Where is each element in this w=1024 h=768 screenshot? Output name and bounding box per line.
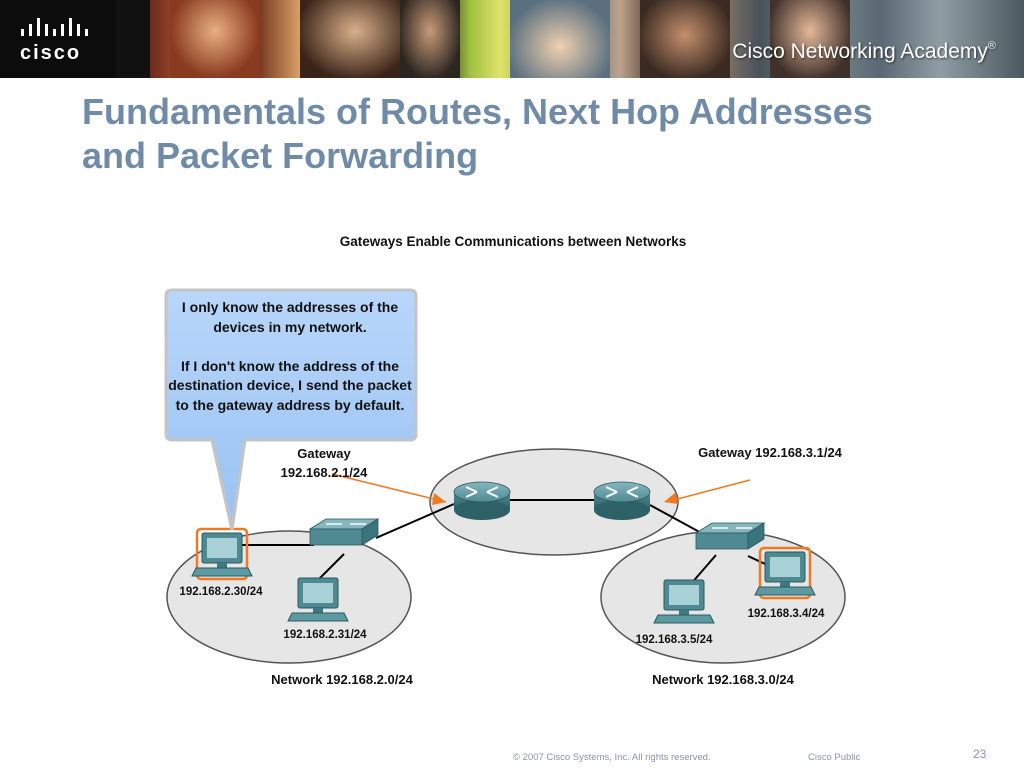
host-label-h3: 192.168.3.5/24 bbox=[636, 634, 713, 646]
router-arrows-icon bbox=[465, 486, 499, 498]
gateway-right-label: Gateway 192.168.3.1/24 bbox=[698, 445, 843, 460]
link-host2-switch bbox=[315, 553, 345, 583]
host-label-h2: 192.168.2.31/24 bbox=[283, 629, 367, 641]
network-label-left: Network 192.168.2.0/24 bbox=[271, 672, 413, 687]
callout-paragraph-2: If I don't know the address of the desti… bbox=[168, 357, 412, 413]
gateway-left-label-2: 192.168.2.1/24 bbox=[281, 465, 369, 480]
slide-title-line-1: Fundamentals of Routes, Next Hop Address… bbox=[82, 91, 873, 132]
photo-face-5 bbox=[640, 0, 730, 78]
switch-right[interactable] bbox=[694, 522, 766, 550]
link-router2-switch bbox=[649, 504, 706, 536]
cisco-logo: cisco bbox=[0, 0, 116, 78]
gateway-left-label-1: Gateway bbox=[297, 446, 351, 461]
academy-name: Cisco Networking Academy® bbox=[732, 40, 996, 64]
cisco-wordmark: cisco bbox=[20, 42, 82, 64]
router-cloud bbox=[429, 448, 679, 556]
footer-copyright: © 2007 Cisco Systems, Inc. All rights re… bbox=[513, 752, 711, 763]
callout-paragraph-1: I only know the addresses of the devices… bbox=[181, 299, 399, 335]
photo-face-2 bbox=[300, 0, 410, 78]
photo-face-3 bbox=[400, 0, 460, 78]
gateway-right-pointer bbox=[665, 479, 751, 503]
cisco-bars-icon bbox=[21, 18, 88, 36]
router-right[interactable] bbox=[593, 481, 651, 520]
page-number: 23 bbox=[973, 747, 987, 761]
network-cloud-left bbox=[166, 530, 412, 664]
callout-bubble bbox=[164, 288, 418, 531]
gateway-right-arrowhead bbox=[664, 492, 678, 504]
gateway-left-arrowhead bbox=[432, 493, 446, 505]
slide-title-line-2: and Packet Forwarding bbox=[82, 135, 479, 176]
academy-text: Cisco Networking Academy bbox=[732, 40, 988, 63]
footer-classification: Cisco Public bbox=[808, 752, 861, 763]
host-label-h4: 192.168.3.4/24 bbox=[748, 608, 825, 620]
host-highlight bbox=[758, 546, 812, 600]
link-switch-router1 bbox=[375, 503, 455, 539]
gateway-left-pointer bbox=[331, 473, 447, 503]
host-label-h1: 192.168.2.30/24 bbox=[179, 586, 263, 598]
diagram-caption: Gateways Enable Communications between N… bbox=[340, 234, 687, 249]
slide-title: Fundamentals of Routes, Next Hop Address… bbox=[82, 90, 1002, 178]
photo-face-6 bbox=[770, 0, 850, 78]
router-left[interactable] bbox=[453, 481, 511, 520]
host-192-168-3-4[interactable] bbox=[754, 546, 816, 600]
callout-text: I only know the addresses of the devices… bbox=[166, 298, 414, 416]
host-highlight bbox=[195, 527, 249, 581]
registered-mark: ® bbox=[987, 40, 996, 52]
switch-left[interactable] bbox=[308, 518, 380, 546]
header-banner: cisco Cisco Networking Academy® bbox=[0, 0, 1024, 78]
host-192-168-2-30[interactable] bbox=[191, 527, 253, 581]
router-arrows-icon bbox=[605, 486, 639, 498]
photo-face-4 bbox=[510, 0, 610, 78]
network-label-right: Network 192.168.3.0/24 bbox=[652, 672, 794, 687]
photo-face-1 bbox=[170, 0, 260, 78]
